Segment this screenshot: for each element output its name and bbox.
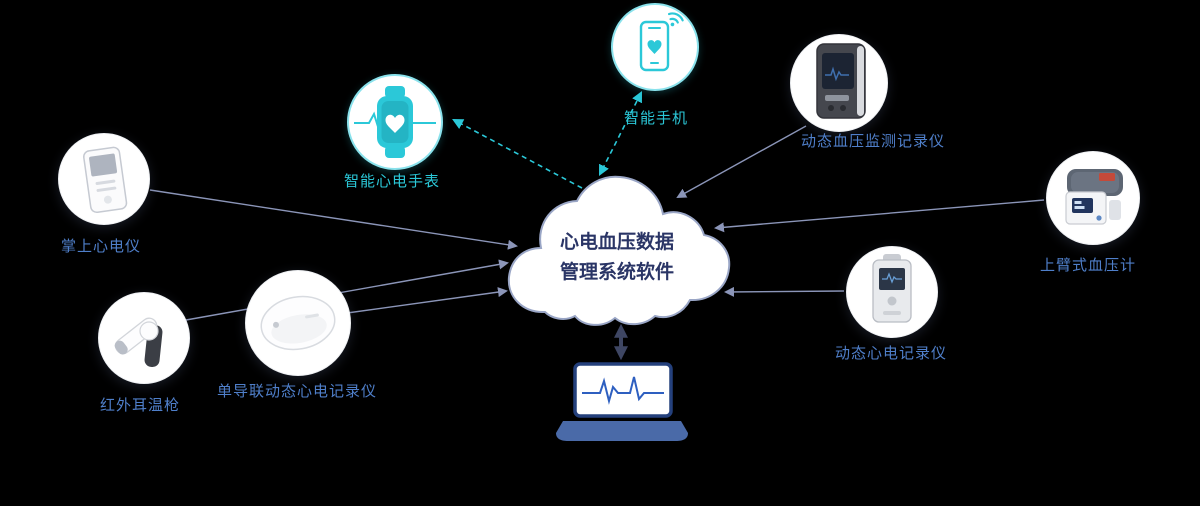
abpm-node	[790, 34, 888, 132]
cloud-title-line1: 心电血压数据	[559, 231, 675, 253]
holter-label: 动态心电记录仪	[834, 344, 948, 362]
arrow-patch-to-cloud	[346, 287, 508, 314]
smartphone-label: 智能手机	[623, 109, 689, 127]
cloud-shape	[507, 175, 731, 326]
bp-monitor-node	[1046, 151, 1140, 245]
bp-monitor-icon	[1065, 169, 1123, 225]
ear-thermometer-node	[98, 292, 190, 384]
arrow-holter-to-cloud	[724, 286, 845, 297]
wifi-icon	[667, 12, 684, 27]
smartphone-node	[611, 3, 699, 91]
cloud-title-line2: 管理系统软件	[559, 261, 675, 283]
ecg-patch-icon	[260, 295, 336, 351]
handheld-ecg-label: 掌上心电仪	[60, 237, 142, 255]
ecg-patch-label: 单导联动态心电记录仪	[216, 382, 378, 400]
smartwatch-icon	[354, 86, 436, 158]
arrow-phone-cloud-bidirectional	[599, 91, 642, 176]
abpm-label: 动态血压监测记录仪	[800, 132, 946, 150]
smartwatch-label: 智能心电手表	[343, 172, 441, 190]
abpm-icon	[816, 43, 866, 119]
smartwatch-node	[347, 74, 443, 170]
ecg-patch-node	[245, 270, 351, 376]
ear-thermometer-label: 红外耳温枪	[99, 396, 181, 414]
arrow-abpm-to-cloud	[676, 125, 807, 198]
laptop-icon	[556, 362, 688, 441]
handheld-ecg-icon	[83, 146, 128, 214]
holter-node	[846, 246, 938, 338]
handheld-ecg-node	[58, 133, 150, 225]
arrow-thermometer-to-cloud	[185, 259, 509, 321]
holter-icon	[872, 254, 912, 323]
smartphone-icon	[639, 12, 684, 72]
arrow-handheld-to-cloud	[149, 189, 518, 250]
arrow-bpmonitor-to-cloud	[714, 199, 1045, 233]
arrow-cloud-to-watch	[452, 118, 583, 189]
ear-thermometer-icon	[114, 317, 163, 368]
cloud-title: 心电血压数据 管理系统软件	[560, 227, 674, 287]
bp-monitor-label: 上臂式血压计	[1039, 256, 1137, 274]
